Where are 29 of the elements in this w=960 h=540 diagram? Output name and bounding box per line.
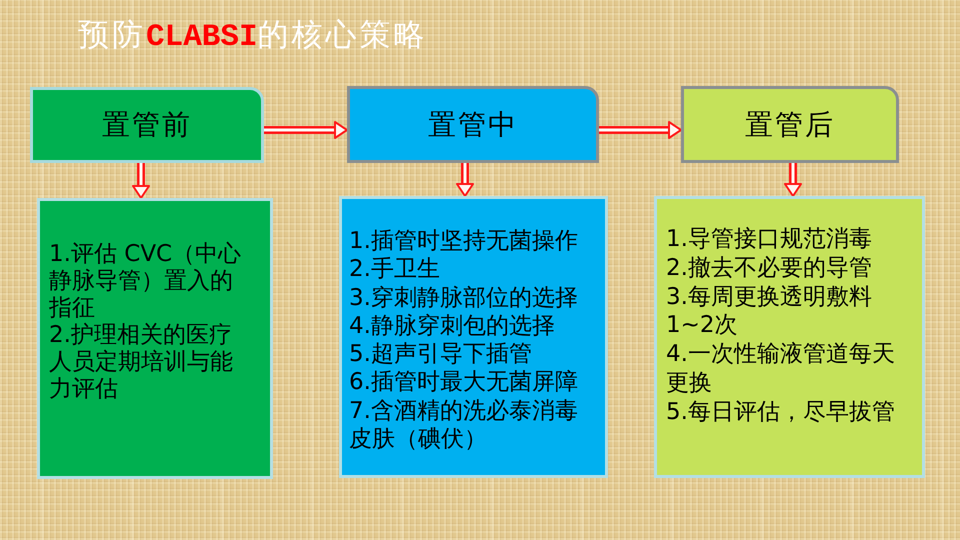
arrow [456,163,474,197]
strategy-panel [37,198,273,479]
strategy-panel [339,196,608,478]
list-item: 2.撤去不必要的导管 [666,254,873,283]
list-item: 7.含酒精的洗必泰消毒皮肤（碘伏） [349,396,579,454]
stage-header-box [347,86,599,163]
list-item: 5.超声引导下插管 [349,340,533,368]
list-item: 3.每周更换透明敷料1~2次 [666,282,873,340]
list-item: 2.护理相关的医疗人员定期培训与能力评估 [49,322,234,403]
list-item: 4.静脉穿刺包的选择 [349,312,556,340]
arrow [264,121,348,139]
arrow [599,121,682,139]
stage-header-box [681,86,899,163]
list-item: 3.穿刺静脉部位的选择 [349,284,579,312]
stage-header-box [30,87,264,163]
list-item: 1.插管时坚持无菌操作 [349,227,579,256]
list-item: 2.手卫生 [349,255,441,284]
stage-title: 置管中 [428,108,518,142]
list-item: 1.评估 CVC（中心静脉导管）置入的指征 [49,241,242,322]
strategy-panel [654,196,925,478]
list-item: 6.插管时最大无菌屏障 [349,368,579,397]
list-item: 5.每日评估，尽早拔管 [666,398,896,427]
arrow [784,163,802,197]
list-item: 4.一次性输液管道每天更换 [666,340,896,398]
slide-title: 预防CLABSI的核心策略 [78,16,428,57]
stage-title: 置管前 [102,108,192,142]
stage-title: 置管后 [745,108,835,142]
list-item: 1.导管接口规范消毒 [666,225,873,254]
arrow [132,163,150,199]
